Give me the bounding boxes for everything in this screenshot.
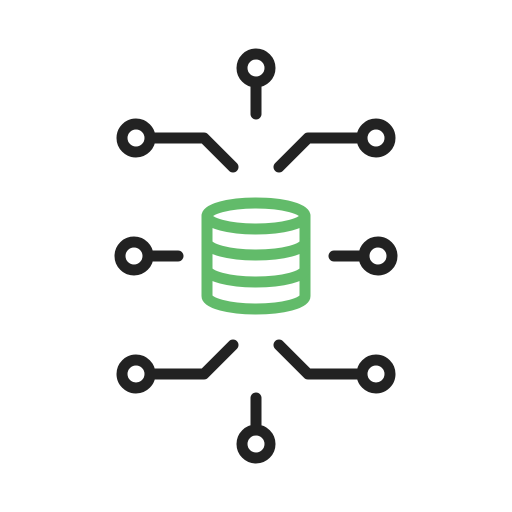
connector-left (114, 236, 184, 276)
connector-right (328, 236, 398, 276)
database-disk-line-1 (201, 236, 311, 261)
database-top-ellipse (201, 197, 311, 235)
database-disk-line-2 (201, 263, 311, 288)
connector-top-left (116, 118, 239, 173)
connector-bottom-left (116, 339, 239, 394)
database-body (201, 210, 311, 315)
connector-top-right (273, 118, 396, 173)
database-icon (201, 197, 311, 315)
connector-bottom-right (273, 339, 396, 394)
connector-bottom (236, 392, 276, 464)
connector-top (236, 48, 276, 120)
